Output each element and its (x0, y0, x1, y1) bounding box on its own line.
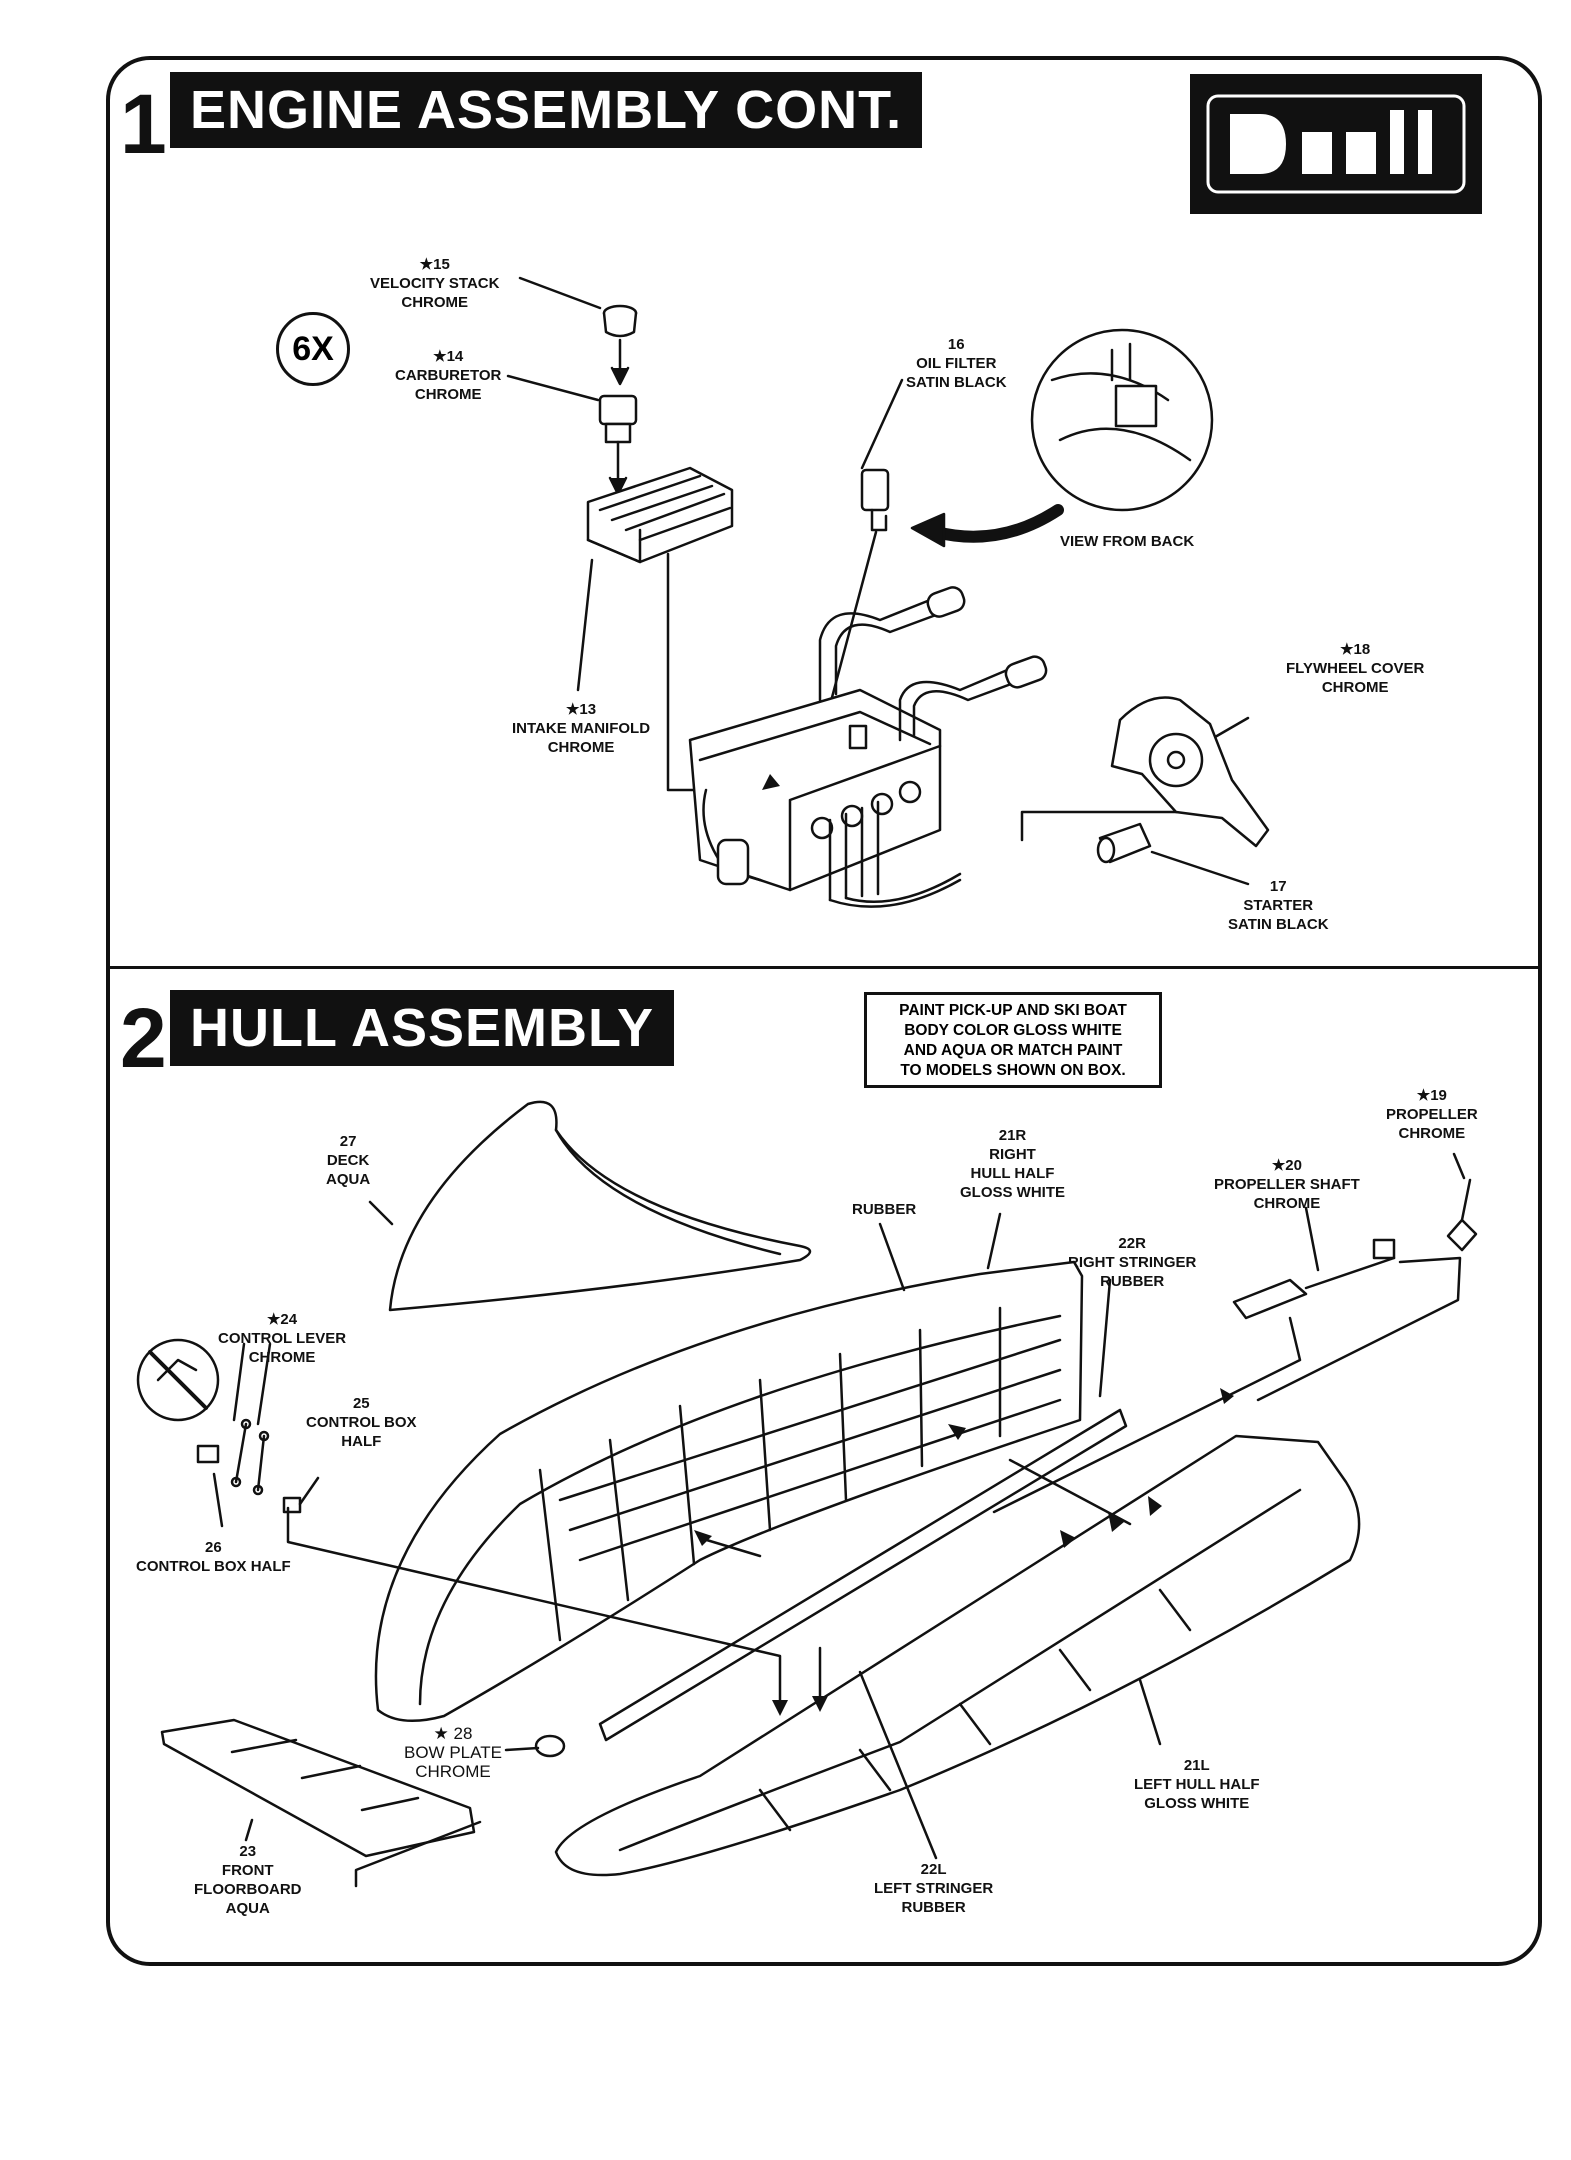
quantity-badge: 6X (276, 312, 350, 386)
deck-part (388, 1100, 812, 1312)
velocity-stack-part (602, 304, 638, 338)
callout-view-from-back: VIEW FROM BACK (1060, 533, 1195, 550)
front-floorboard-part (160, 1718, 476, 1858)
control-lever-inset (136, 1338, 220, 1422)
callout-rubber: RUBBER (852, 1201, 917, 1218)
step1-number: 1 (120, 77, 167, 171)
oil-filter-part (860, 468, 890, 532)
starter-part (1096, 822, 1152, 864)
right-hull-half-part (374, 1260, 1084, 1722)
step2-number: 2 (120, 991, 167, 1085)
step-divider-line (106, 966, 1542, 969)
engine-block-part (688, 586, 1048, 908)
brand-logo (1190, 74, 1482, 214)
flywheel-cover-part (1110, 696, 1270, 848)
propeller-shaft-part (1232, 1238, 1396, 1320)
left-hull-half-part (554, 1434, 1361, 1877)
instruction-sheet-frame (106, 56, 1542, 1966)
carburetor-part (598, 394, 638, 444)
view-from-back-inset (1030, 328, 1214, 512)
control-box-parts (196, 1418, 302, 1514)
step1-title: ENGINE ASSEMBLY CONT. (170, 72, 923, 148)
propeller-part (1446, 1178, 1478, 1252)
intake-manifold-part (586, 466, 734, 564)
bow-plate-part (534, 1734, 566, 1758)
step2-title: HULL ASSEMBLY (170, 990, 675, 1066)
